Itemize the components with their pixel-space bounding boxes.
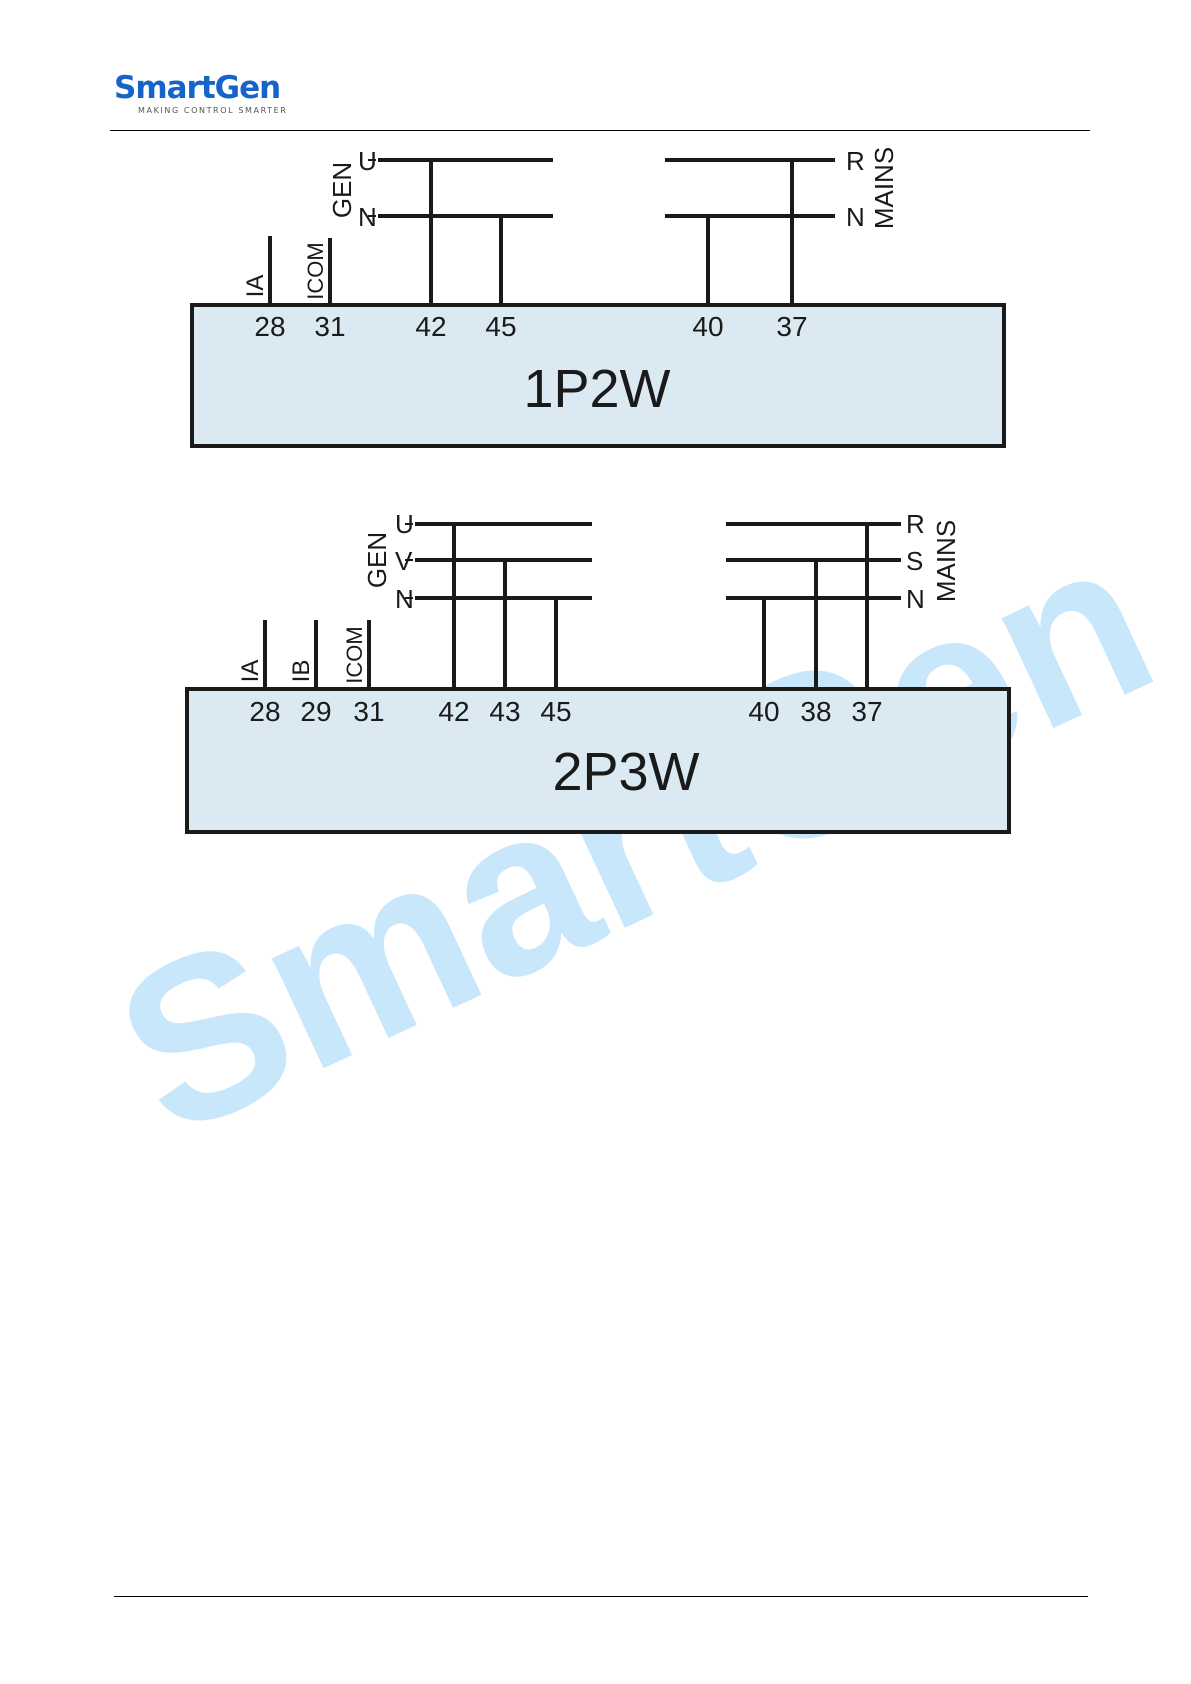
mains-phase-label: S [906, 546, 923, 576]
ct-label: IB [288, 660, 315, 683]
mains-phase-label: N [846, 202, 865, 232]
terminal-number: 42 [438, 696, 469, 727]
gen-phase-label: U [358, 146, 377, 176]
footer-divider [114, 1596, 1088, 1597]
terminal-number: 29 [300, 696, 331, 727]
terminal-number: 45 [485, 311, 516, 342]
terminal-number: 31 [353, 696, 384, 727]
ct-label: ICOM [303, 242, 328, 299]
diagram-title: 2P3W [552, 742, 699, 802]
gen-phase-label: N [358, 202, 377, 232]
mains-label: MAINS [931, 520, 961, 602]
terminal-number: 40 [692, 311, 723, 342]
terminal-number: 43 [489, 696, 520, 727]
mains-label: MAINS [869, 147, 899, 229]
gen-label: GEN [362, 532, 392, 588]
terminal-number: 28 [249, 696, 280, 727]
ct-label: ICOM [342, 626, 367, 683]
terminal-number: 45 [540, 696, 571, 727]
mains-phase-label: R [906, 509, 925, 539]
gen-label: GEN [327, 162, 357, 218]
terminal-number: 28 [254, 311, 285, 342]
gen-phase-label: N [395, 584, 414, 614]
terminal-number: 40 [748, 696, 779, 727]
ct-label: IA [237, 660, 264, 683]
ct-label: IA [242, 275, 269, 298]
terminal-number: 42 [415, 311, 446, 342]
gen-phase-label: V [395, 546, 413, 576]
gen-phase-label: U [395, 509, 414, 539]
diagram-title: 1P2W [523, 359, 670, 419]
terminal-number: 38 [800, 696, 831, 727]
terminal-number: 31 [314, 311, 345, 342]
mains-phase-label: N [906, 584, 925, 614]
mains-phase-label: R [846, 146, 865, 176]
terminal-number: 37 [776, 311, 807, 342]
terminal-number: 37 [851, 696, 882, 727]
